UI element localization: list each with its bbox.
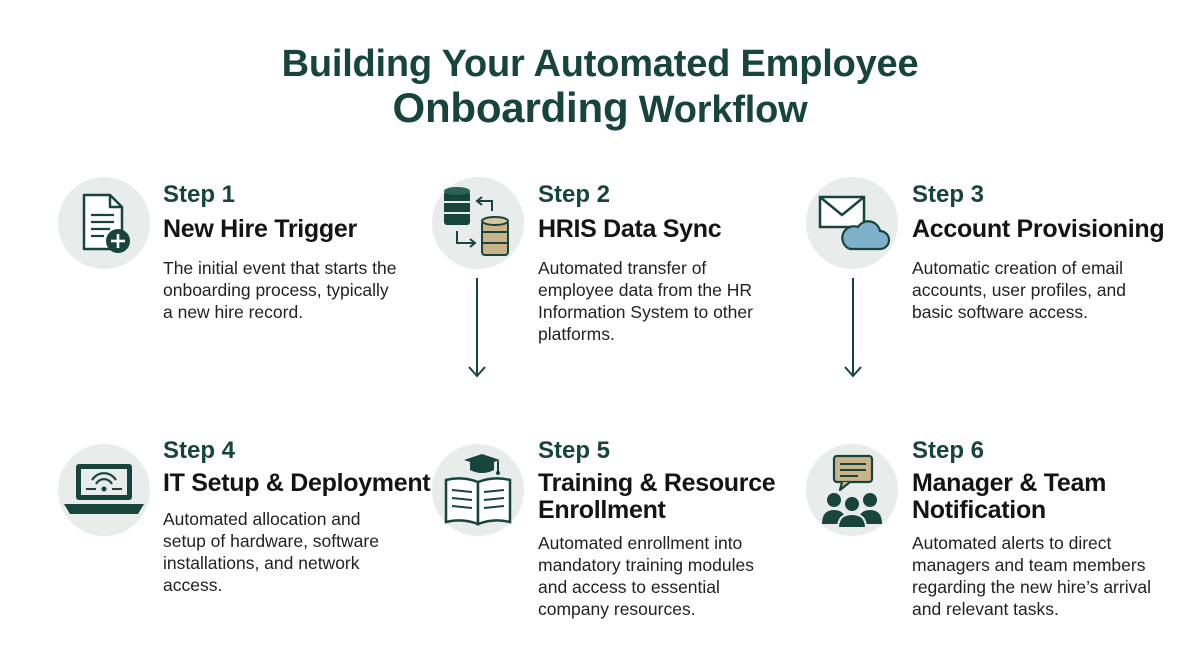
page-title: Building Your Automated Employee Onboard… xyxy=(0,42,1200,132)
database-sync-icon xyxy=(432,177,524,269)
step-2-label: Step 2 xyxy=(538,181,611,208)
step-1-name: New Hire Trigger xyxy=(163,215,357,243)
document-plus-icon xyxy=(58,177,150,269)
step-4-label: Step 4 xyxy=(163,437,236,464)
step-2-name: HRIS Data Sync xyxy=(538,215,722,243)
step-3-name: Account Provisioning xyxy=(912,215,1165,243)
title-line-2: Onboarding Workflow xyxy=(0,86,1200,132)
step-4-name: IT Setup & Deployment xyxy=(163,469,431,497)
step-3-label: Step 3 xyxy=(912,181,985,208)
step-6-name: Manager & Team Notification xyxy=(912,469,1107,524)
email-cloud-icon xyxy=(806,177,898,269)
title-emphasis: Onboarding xyxy=(392,84,629,131)
book-graduation-icon xyxy=(432,444,524,536)
title-line-1: Building Your Automated Employee xyxy=(281,43,919,85)
down-arrow-icon xyxy=(844,278,862,378)
step-4-description: Automated allocation and setup of hardwa… xyxy=(163,509,379,595)
step-2-description: Automated transfer of employee data from… xyxy=(538,258,753,344)
step-6-description: Automated alerts to direct managers and … xyxy=(912,533,1151,619)
step-1-label: Step 1 xyxy=(163,181,236,208)
step-3-description: Automatic creation of email accounts, us… xyxy=(912,258,1127,322)
down-arrow-icon xyxy=(468,278,486,378)
step-1-description: The initial event that starts the onboar… xyxy=(163,258,397,322)
step-5-description: Automated enrollment into mandatory trai… xyxy=(538,533,754,619)
step-5-label: Step 5 xyxy=(538,437,611,464)
laptop-wifi-icon xyxy=(58,444,150,536)
step-6-label: Step 6 xyxy=(912,437,985,464)
step-5-name: Training & Resource Enrollment xyxy=(538,469,776,524)
title-line-2-rest: Workflow xyxy=(628,89,808,131)
team-chat-icon xyxy=(806,444,898,536)
